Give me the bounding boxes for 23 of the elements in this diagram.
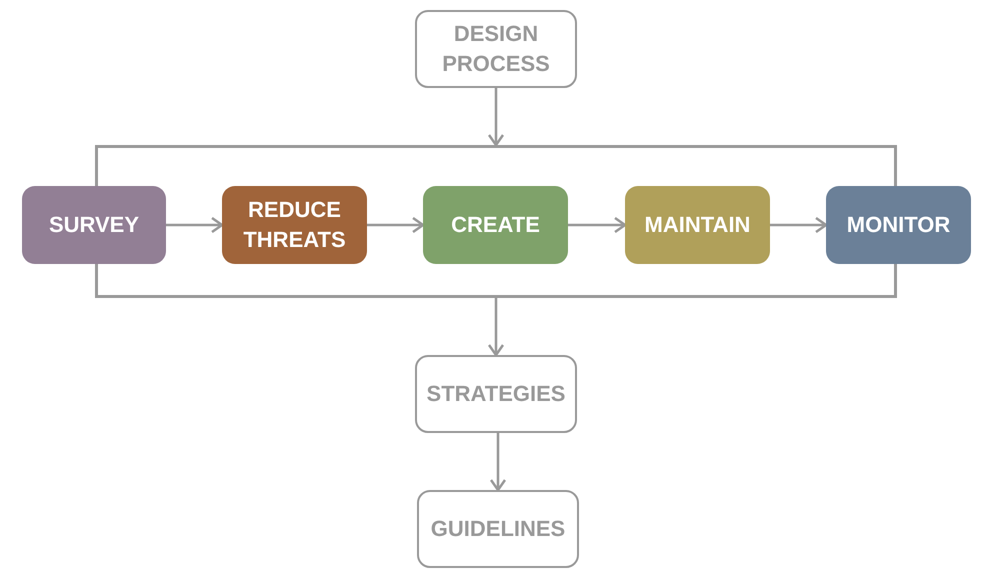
arrow xyxy=(488,88,504,146)
arrow xyxy=(490,433,506,492)
node-label: GUIDELINES xyxy=(430,515,566,543)
process-box xyxy=(417,490,579,568)
arrow xyxy=(166,216,224,234)
arrow xyxy=(367,216,424,234)
step-box xyxy=(22,186,166,264)
arrow xyxy=(770,216,828,234)
step-box xyxy=(625,186,770,264)
node-label: REDUCE THREATS xyxy=(242,196,347,254)
arrow xyxy=(488,298,504,356)
node-label: CREATE xyxy=(450,211,541,239)
process-box xyxy=(415,355,577,433)
step-box xyxy=(222,186,367,264)
node-label: SURVEY xyxy=(48,211,140,239)
process-box xyxy=(415,10,577,88)
step-box xyxy=(826,186,971,264)
step-box xyxy=(423,186,568,264)
arrow xyxy=(568,216,626,234)
node-label: MONITOR xyxy=(846,211,952,239)
node-label: DESIGN PROCESS xyxy=(441,20,551,78)
node-label: MAINTAIN xyxy=(644,211,752,239)
node-label: STRATEGIES xyxy=(426,380,566,408)
